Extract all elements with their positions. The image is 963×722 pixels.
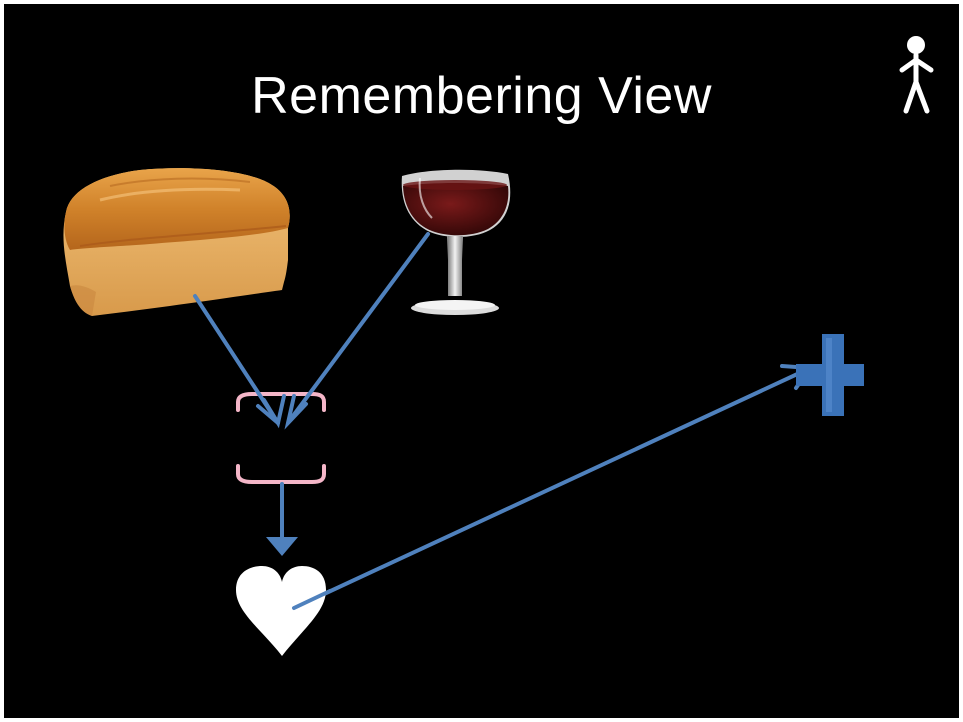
arrows-group <box>193 232 814 610</box>
stick-figure-icon <box>899 36 934 114</box>
slide-title-overlay: Remembering View <box>251 67 712 125</box>
arrow-heart-to-cross-start <box>292 589 332 610</box>
plus-cross-icon <box>796 334 864 416</box>
arrow-wine-to-bracket <box>288 232 430 422</box>
slide-canvas <box>4 4 959 718</box>
arrow-heart-to-cross <box>292 368 808 610</box>
bread-loaf-image <box>63 168 290 316</box>
arrowhead-to-heart <box>266 537 298 556</box>
heart-icon <box>236 566 326 656</box>
wine-glass-image <box>401 169 511 315</box>
